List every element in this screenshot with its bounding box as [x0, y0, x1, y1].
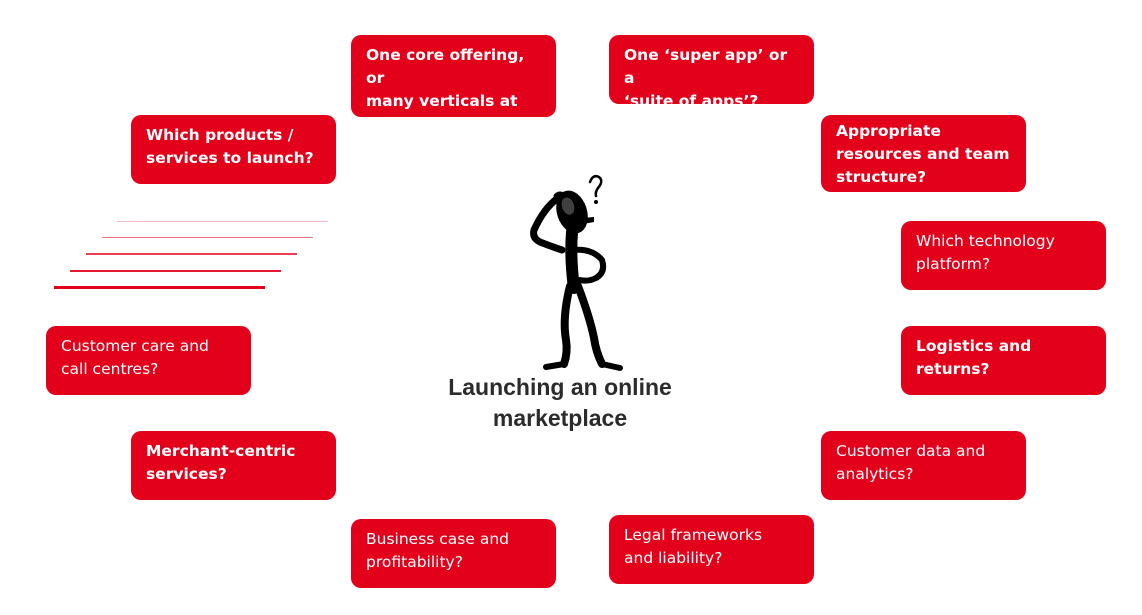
box-logistics: Logistics and returns? — [901, 326, 1106, 395]
diagram-title: Launching an online marketplace — [448, 374, 672, 431]
box-customer-data: Customer data and analytics? — [821, 431, 1026, 500]
box-merchant: Merchant-centric services? — [131, 431, 336, 500]
motion-line-5 — [54, 286, 265, 289]
box-super-app: One ‘super app’ or a ‘suite of apps’? — [609, 35, 814, 110]
box-customer-care: Customer care and call centres? — [46, 326, 251, 395]
box-technology: Which technology platform? — [901, 221, 1106, 290]
box-products: Which products / services to launch? — [131, 115, 336, 184]
box-legal: Legal frameworks and liability? — [609, 515, 814, 584]
motion-line-3 — [86, 253, 297, 255]
thinking-figure-icon — [530, 174, 623, 371]
motion-line-2 — [102, 237, 313, 238]
motion-line-1 — [117, 221, 328, 222]
box-business-case: Business case and profitability? — [351, 519, 556, 588]
box-resources: Appropriate resources and team structure… — [821, 115, 1026, 192]
box-core-offering: One core offering, or many verticals at … — [351, 35, 556, 133]
motion-line-4 — [70, 270, 281, 272]
